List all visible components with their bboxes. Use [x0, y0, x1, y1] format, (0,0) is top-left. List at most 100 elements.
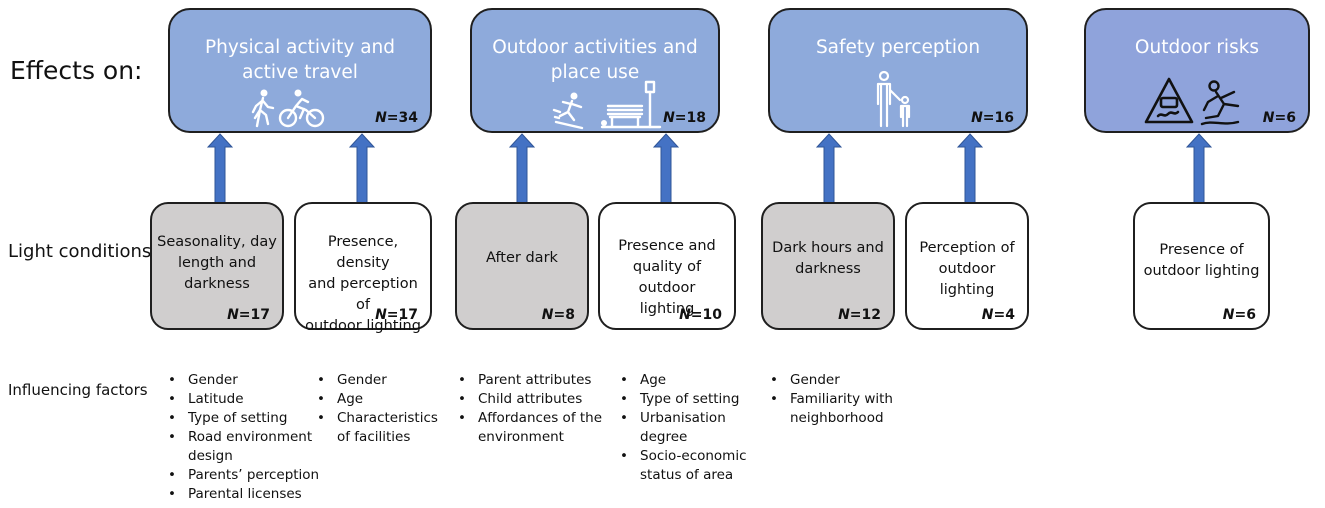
parent-child-icon	[876, 70, 911, 128]
condition-box-seasonality: Seasonality, day length and darkness N=1…	[150, 202, 284, 330]
condition-line: darkness	[184, 276, 250, 292]
factor-item: Affordances of the environment	[456, 409, 616, 447]
effect-sample-size: N=6	[1263, 110, 1296, 126]
factor-item: Socio-economic status of area	[618, 447, 758, 485]
effect-sample-size: N=16	[971, 110, 1014, 126]
n-letter: N	[227, 307, 239, 323]
n-letter: N	[375, 110, 387, 126]
factors-list: Gender Age Characteristics of facilities	[315, 371, 455, 447]
condition-text: Perception of outdoor lighting	[911, 238, 1023, 301]
condition-box-presence-quality: Presence and quality of outdoor lighting…	[598, 202, 736, 330]
condition-line: darkness	[795, 261, 861, 277]
n-value: =8	[553, 307, 575, 323]
condition-line: After dark	[486, 250, 558, 266]
arrow-up-icon	[509, 133, 535, 203]
factors-list: Gender Latitude Type of setting Road env…	[166, 371, 326, 504]
light-conditions-row-label: Light conditions	[8, 241, 152, 262]
effect-title: Safety perception	[778, 35, 1018, 60]
cyclist-icon	[278, 89, 325, 128]
condition-line: Presence of	[1159, 242, 1244, 258]
condition-text: Presence, density and perception of outd…	[300, 232, 426, 337]
factor-item: Gender	[166, 371, 326, 390]
effect-box-physical-activity: Physical activity and active travel N=34	[168, 8, 432, 133]
condition-line: outdoor lighting	[1143, 263, 1260, 279]
risk-icons	[1144, 77, 1240, 126]
factor-item: Familiarity with neighborhood	[768, 390, 908, 428]
effect-title: Outdoor activities and place use	[480, 35, 710, 85]
factor-item: Age	[315, 390, 455, 409]
condition-line: Presence and	[618, 238, 716, 254]
factor-item: Type of setting	[618, 390, 758, 409]
outdoor-activity-icons	[552, 80, 662, 130]
slippery-road-sign-icon	[1144, 77, 1194, 124]
n-value: =6	[1274, 110, 1296, 126]
effect-title-line1: Safety perception	[815, 37, 981, 58]
arrow-up-icon	[816, 133, 842, 203]
effect-title: Outdoor risks	[1094, 35, 1300, 60]
condition-box-presence-density: Presence, density and perception of outd…	[294, 202, 432, 334]
effect-box-outdoor-risks: Outdoor risks N=6	[1084, 8, 1310, 133]
n-letter: N	[838, 307, 850, 323]
condition-line: outdoor lighting	[938, 261, 996, 298]
effect-box-outdoor-activities: Outdoor activities and place use N=18	[470, 8, 720, 133]
effect-title-line1: Outdoor risks	[1134, 37, 1260, 58]
n-letter: N	[541, 307, 554, 323]
n-value: =17	[238, 307, 270, 323]
condition-sample-size: N=12	[838, 307, 881, 323]
factors-list: Gender Familiarity with neighborhood	[768, 371, 908, 428]
person-slipping-icon	[1200, 80, 1240, 126]
n-letter: N	[981, 307, 994, 323]
n-value: =10	[690, 307, 722, 323]
effect-sample-size: N=18	[663, 110, 706, 126]
condition-box-dark-hours: Dark hours and darkness N=12	[761, 202, 895, 330]
effect-title-line1: Outdoor activities and	[492, 37, 698, 58]
condition-text: Seasonality, day length and darkness	[156, 232, 278, 295]
factor-item: Parent attributes	[456, 371, 616, 390]
factor-item: Gender	[768, 371, 908, 390]
n-value: =12	[849, 307, 881, 323]
condition-line: and perception of	[308, 276, 418, 313]
n-letter: N	[971, 110, 983, 126]
park-bench-lamp-icon	[600, 80, 662, 129]
n-value: =18	[674, 110, 706, 126]
condition-box-presence-lighting: Presence of outdoor lighting N=6	[1133, 202, 1270, 330]
n-letter: N	[663, 110, 675, 126]
condition-sample-size: N=6	[1223, 307, 1256, 323]
skateboarder-icon	[552, 92, 584, 130]
condition-sample-size: N=17	[227, 307, 270, 323]
condition-text: After dark	[461, 248, 583, 269]
arrow-up-icon	[207, 133, 233, 203]
n-value: =34	[386, 110, 418, 126]
condition-line: Perception of	[919, 240, 1015, 256]
condition-text: Presence of outdoor lighting	[1139, 240, 1264, 282]
factor-item: Latitude	[166, 390, 326, 409]
factor-item: Urbanisation degree	[618, 409, 758, 447]
condition-line: Seasonality, day	[157, 234, 277, 250]
condition-line: Presence, density	[327, 234, 399, 271]
condition-box-perception-lighting: Perception of outdoor lighting N=4	[905, 202, 1029, 330]
condition-line: outdoor lighting	[305, 318, 421, 334]
arrow-up-icon	[957, 133, 983, 203]
n-letter: N	[1222, 307, 1235, 323]
activity-icons	[251, 89, 325, 128]
arrow-up-icon	[653, 133, 679, 203]
condition-line: lighting	[639, 301, 695, 317]
condition-text: Dark hours and darkness	[767, 238, 889, 280]
n-value: =6	[1234, 307, 1256, 323]
n-letter: N	[679, 307, 691, 323]
factor-item: Parents’ perception	[166, 466, 326, 485]
factor-item: Age	[618, 371, 758, 390]
condition-sample-size: N=4	[982, 307, 1015, 323]
factor-item: Child attributes	[456, 390, 616, 409]
effect-title-line2: place use	[550, 62, 640, 83]
effect-title-line1: Physical activity and	[204, 37, 395, 58]
n-value: =4	[993, 307, 1015, 323]
condition-sample-size: N=17	[375, 307, 418, 323]
factor-item: Type of setting	[166, 409, 326, 428]
factors-list: Parent attributes Child attributes Affor…	[456, 371, 616, 447]
condition-line: quality of outdoor	[632, 259, 702, 296]
factor-item: Parental licenses	[166, 485, 326, 504]
n-value: =17	[386, 307, 418, 323]
condition-line: length and	[177, 255, 257, 271]
condition-line: Dark hours and	[772, 240, 884, 256]
